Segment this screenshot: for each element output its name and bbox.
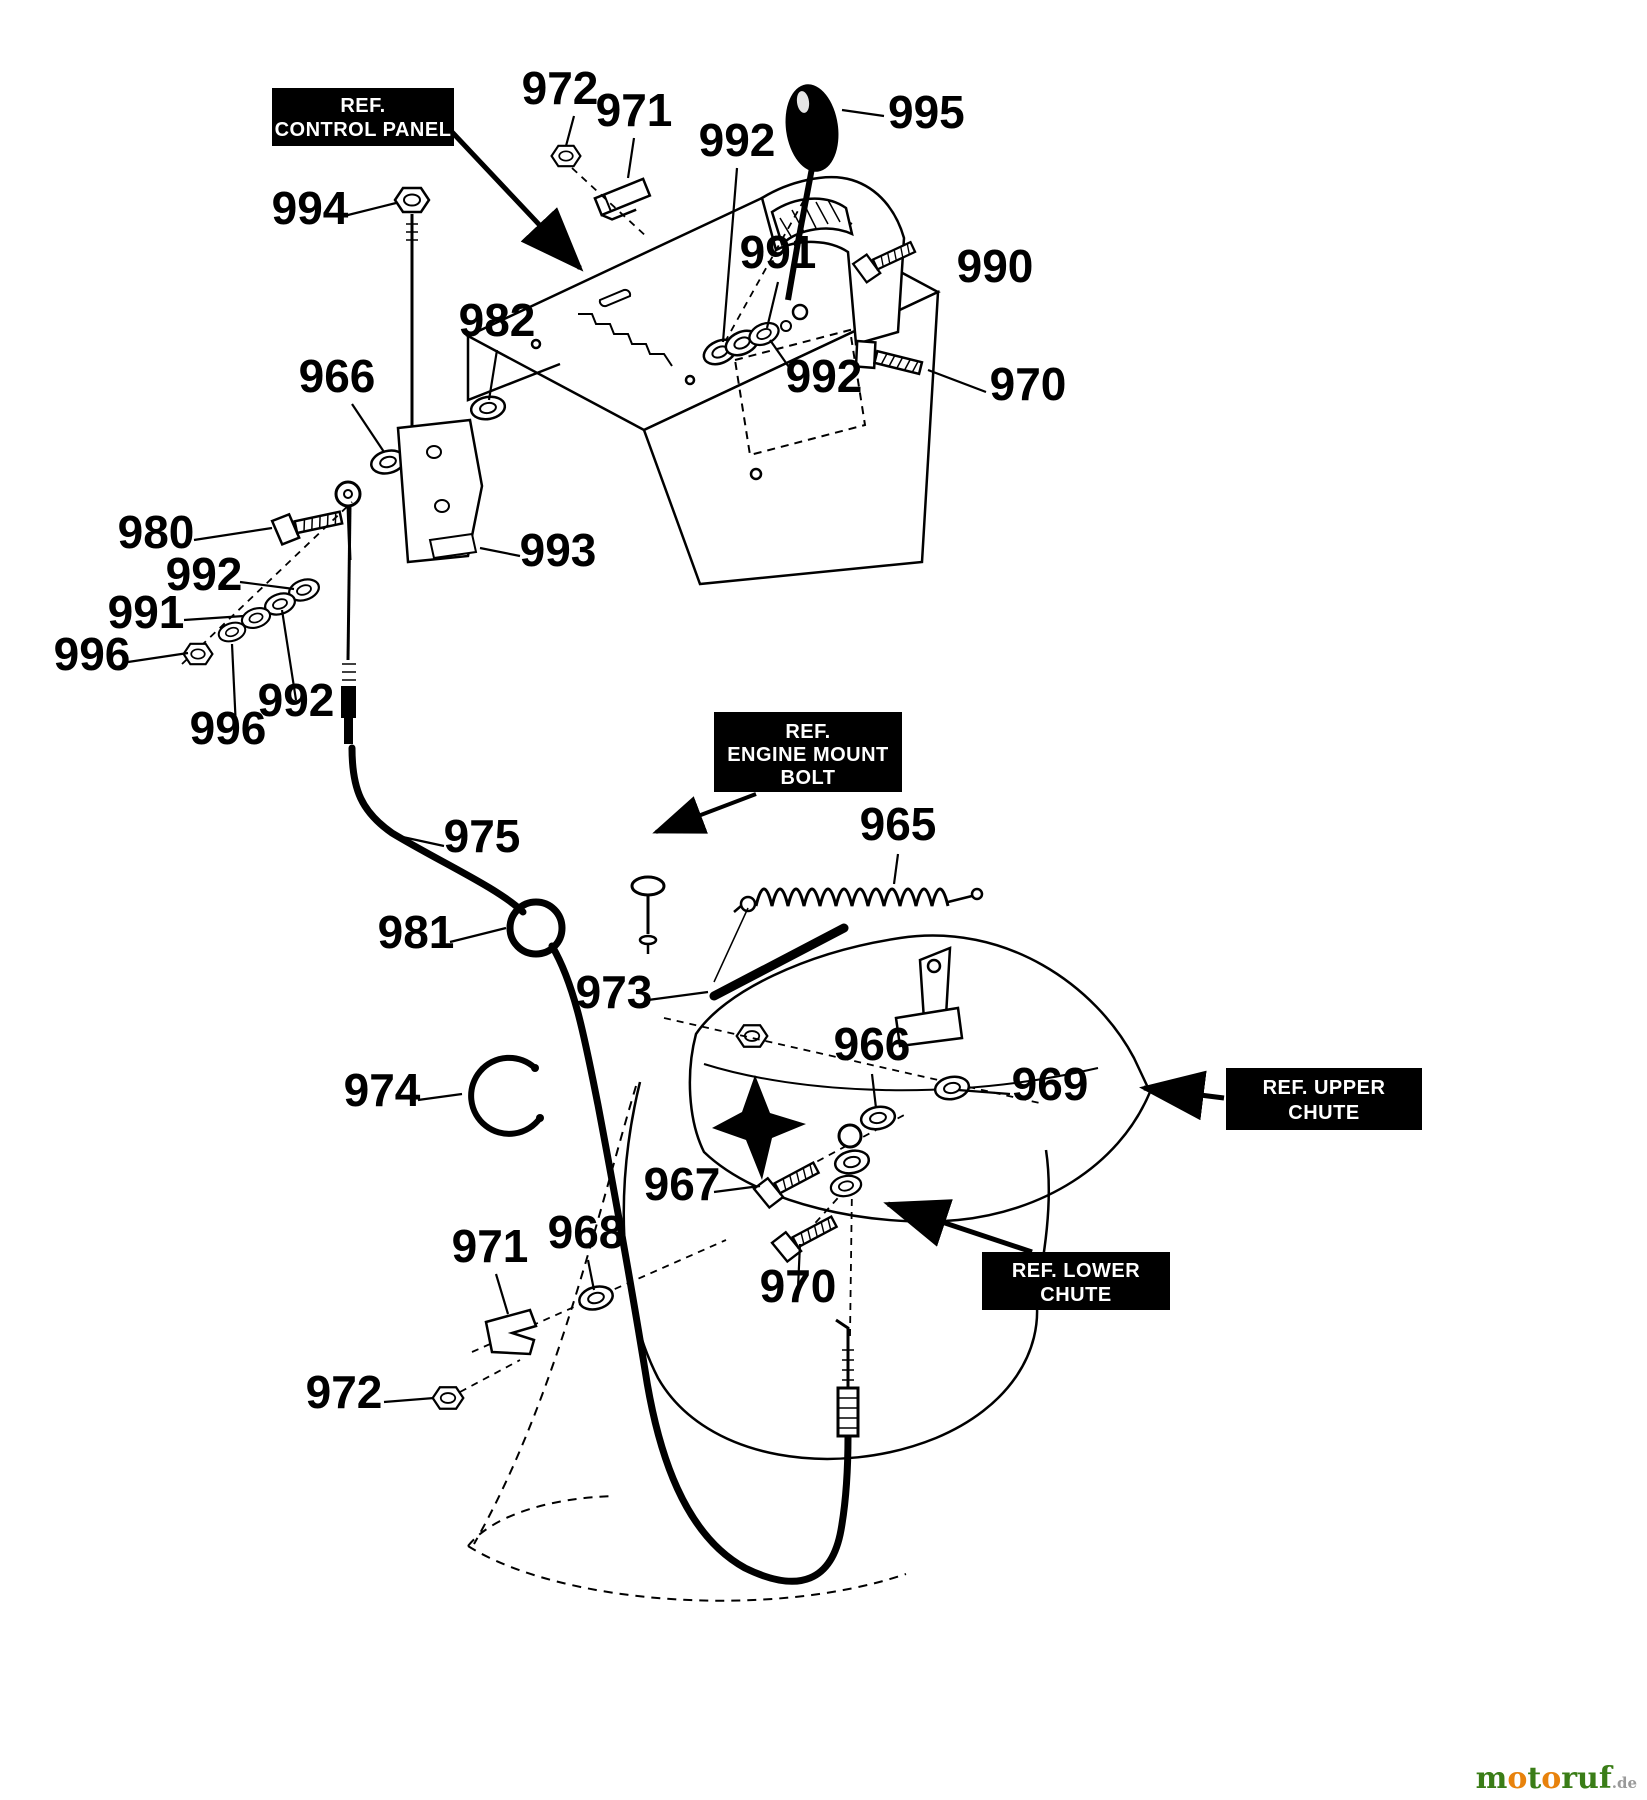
ref-upper-chute-line1: REF. UPPER bbox=[1263, 1077, 1386, 1099]
part-label-992-d: 992 bbox=[258, 674, 335, 726]
engine-mount-parts bbox=[630, 875, 666, 954]
part-label-973: 973 bbox=[576, 966, 653, 1018]
ref-control-panel-line1: REF. bbox=[340, 95, 385, 117]
part-label-996-a: 996 bbox=[54, 628, 131, 680]
part-label-991-a: 991 bbox=[740, 226, 817, 278]
part-label-972-b: 972 bbox=[306, 1366, 383, 1418]
part-label-969: 969 bbox=[1012, 1058, 1089, 1110]
part-label-991-b: 991 bbox=[108, 586, 185, 638]
part-label-995: 995 bbox=[888, 86, 965, 138]
cable-loop-981 bbox=[506, 898, 566, 958]
part-label-970-a: 970 bbox=[990, 358, 1067, 410]
part-label-968: 968 bbox=[548, 1206, 625, 1258]
watermark-letter: m bbox=[1475, 1761, 1508, 1796]
nut-972-bottom bbox=[431, 1386, 465, 1410]
part-label-981: 981 bbox=[378, 906, 455, 958]
spring-965 bbox=[713, 887, 984, 983]
top-hardware bbox=[550, 144, 652, 239]
part-label-966-a: 966 bbox=[299, 350, 376, 402]
part-label-967: 967 bbox=[644, 1158, 721, 1210]
ref-engine-mount-callout: REF. ENGINE MOUNT BOLT bbox=[652, 712, 902, 834]
ref-engine-mount-line3: BOLT bbox=[781, 767, 836, 789]
ref-control-panel-line2: CONTROL PANEL bbox=[275, 119, 452, 141]
ref-engine-mount-line2: ENGINE MOUNT bbox=[727, 744, 889, 766]
watermark-tld: .de bbox=[1611, 1774, 1637, 1792]
part-label-996-b: 996 bbox=[190, 702, 267, 754]
watermark-letter: o bbox=[1507, 1761, 1528, 1796]
part-label-992-b: 992 bbox=[786, 350, 863, 402]
shift-lever-knob bbox=[785, 84, 839, 301]
part-label-980: 980 bbox=[118, 506, 195, 558]
ref-control-panel-callout: REF. CONTROL PANEL bbox=[272, 88, 584, 272]
part-label-992-c: 992 bbox=[166, 548, 243, 600]
wing-knob bbox=[712, 1075, 806, 1180]
part-label-971-top: 971 bbox=[596, 84, 673, 136]
chute-hardware bbox=[431, 1017, 1045, 1410]
washer-968 bbox=[575, 1281, 617, 1315]
part-label-990: 990 bbox=[957, 240, 1034, 292]
bolt-980 bbox=[270, 502, 346, 547]
part-labels: 972 971 992 995 994 991 990 982 966 992 … bbox=[54, 62, 1089, 1418]
part-label-966-b: 966 bbox=[834, 1018, 911, 1070]
ref-upper-chute-line2: CHUTE bbox=[1288, 1102, 1359, 1124]
circlip-974 bbox=[468, 1054, 543, 1137]
part-label-993: 993 bbox=[520, 524, 597, 576]
ref-lower-chute-callout: REF. LOWER CHUTE bbox=[883, 1199, 1170, 1310]
leader-lines bbox=[127, 108, 1011, 1404]
rod-973 bbox=[709, 923, 849, 1001]
ref-lower-chute-line2: CHUTE bbox=[1040, 1284, 1111, 1306]
lever-hardware bbox=[698, 199, 926, 383]
clip-971-top bbox=[593, 177, 652, 221]
upper-chute-drawing bbox=[688, 934, 1152, 1223]
part-label-982: 982 bbox=[459, 294, 536, 346]
watermark-letters: ruf bbox=[1561, 1761, 1612, 1796]
bolt-970-bottom bbox=[769, 1208, 842, 1265]
ref-lower-chute-line1: REF. LOWER bbox=[1012, 1260, 1140, 1282]
part-label-970-b: 970 bbox=[760, 1260, 837, 1312]
part-label-992-a: 992 bbox=[699, 114, 776, 166]
watermark-link[interactable]: motoruf.de bbox=[1476, 1764, 1637, 1794]
bracket-993-assembly bbox=[181, 418, 484, 666]
control-panel-drawing bbox=[465, 176, 941, 586]
clip-971-bottom bbox=[484, 1308, 538, 1356]
watermark-letter: o bbox=[1541, 1761, 1562, 1796]
part-label-975: 975 bbox=[444, 810, 521, 862]
part-label-974: 974 bbox=[344, 1064, 421, 1116]
watermark-letter: t bbox=[1527, 1761, 1542, 1796]
nut-994 bbox=[393, 186, 431, 214]
part-label-971-b: 971 bbox=[452, 1220, 529, 1272]
ref-upper-chute-callout: REF. UPPER CHUTE bbox=[1139, 1068, 1422, 1130]
part-label-994: 994 bbox=[272, 182, 349, 234]
lower-chute-drawing bbox=[467, 1081, 1051, 1602]
chute-control-cable bbox=[341, 505, 860, 1585]
nut-972-top bbox=[550, 144, 582, 168]
part-label-965: 965 bbox=[860, 798, 937, 850]
ref-engine-mount-line1: REF. bbox=[785, 721, 830, 743]
part-label-972-top: 972 bbox=[522, 62, 599, 114]
